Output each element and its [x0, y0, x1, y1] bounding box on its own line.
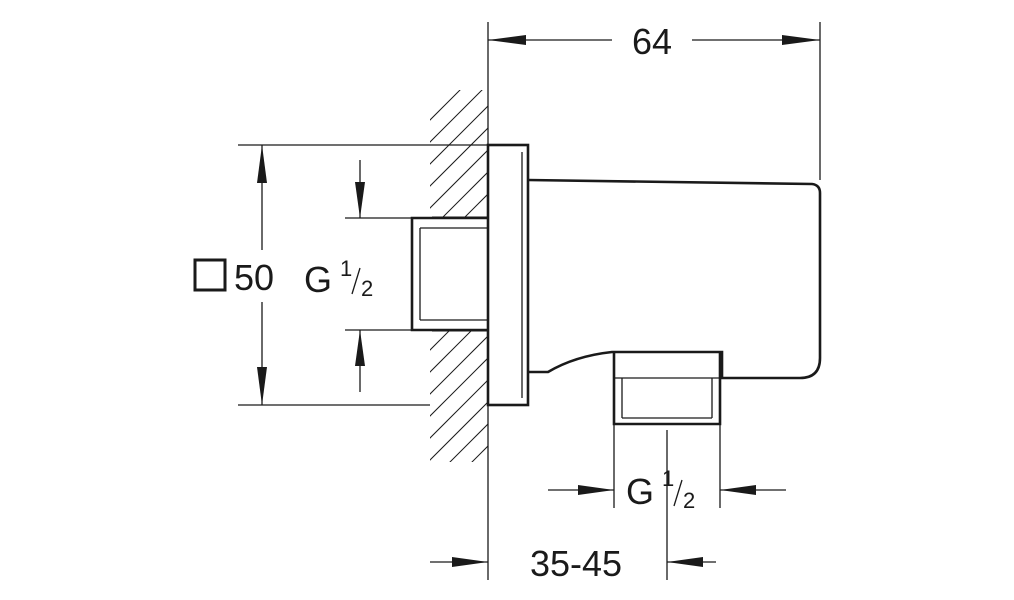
outlet-body	[527, 178, 822, 380]
outlet-thread-den: 2	[683, 488, 695, 513]
outlet-thread-num: 1	[662, 466, 674, 491]
width-label: 64	[632, 21, 672, 62]
wall-hatching-top	[430, 90, 488, 218]
dimension-width: 64	[488, 21, 821, 180]
dimension-inlet-thread: G 1 2	[304, 160, 412, 392]
dimension-square: 50	[193, 144, 488, 406]
inlet-thread-g: G	[304, 259, 332, 300]
dimension-outlet-thread: G 1 2	[548, 424, 786, 513]
square-symbol-icon	[193, 258, 227, 292]
outlet-nipple	[612, 352, 722, 426]
inlet-nipple	[410, 216, 488, 332]
inlet-thread-den: 2	[361, 276, 373, 301]
wall-hatching-bottom	[430, 330, 488, 462]
inlet-thread-num: 1	[340, 256, 352, 281]
outlet-thread-g: G	[626, 471, 654, 512]
square-label: 50	[234, 257, 274, 298]
wall-offset-label: 35-45	[530, 543, 622, 584]
dimension-wall-offset: 35-45	[430, 430, 716, 584]
wall-plate	[486, 143, 530, 407]
